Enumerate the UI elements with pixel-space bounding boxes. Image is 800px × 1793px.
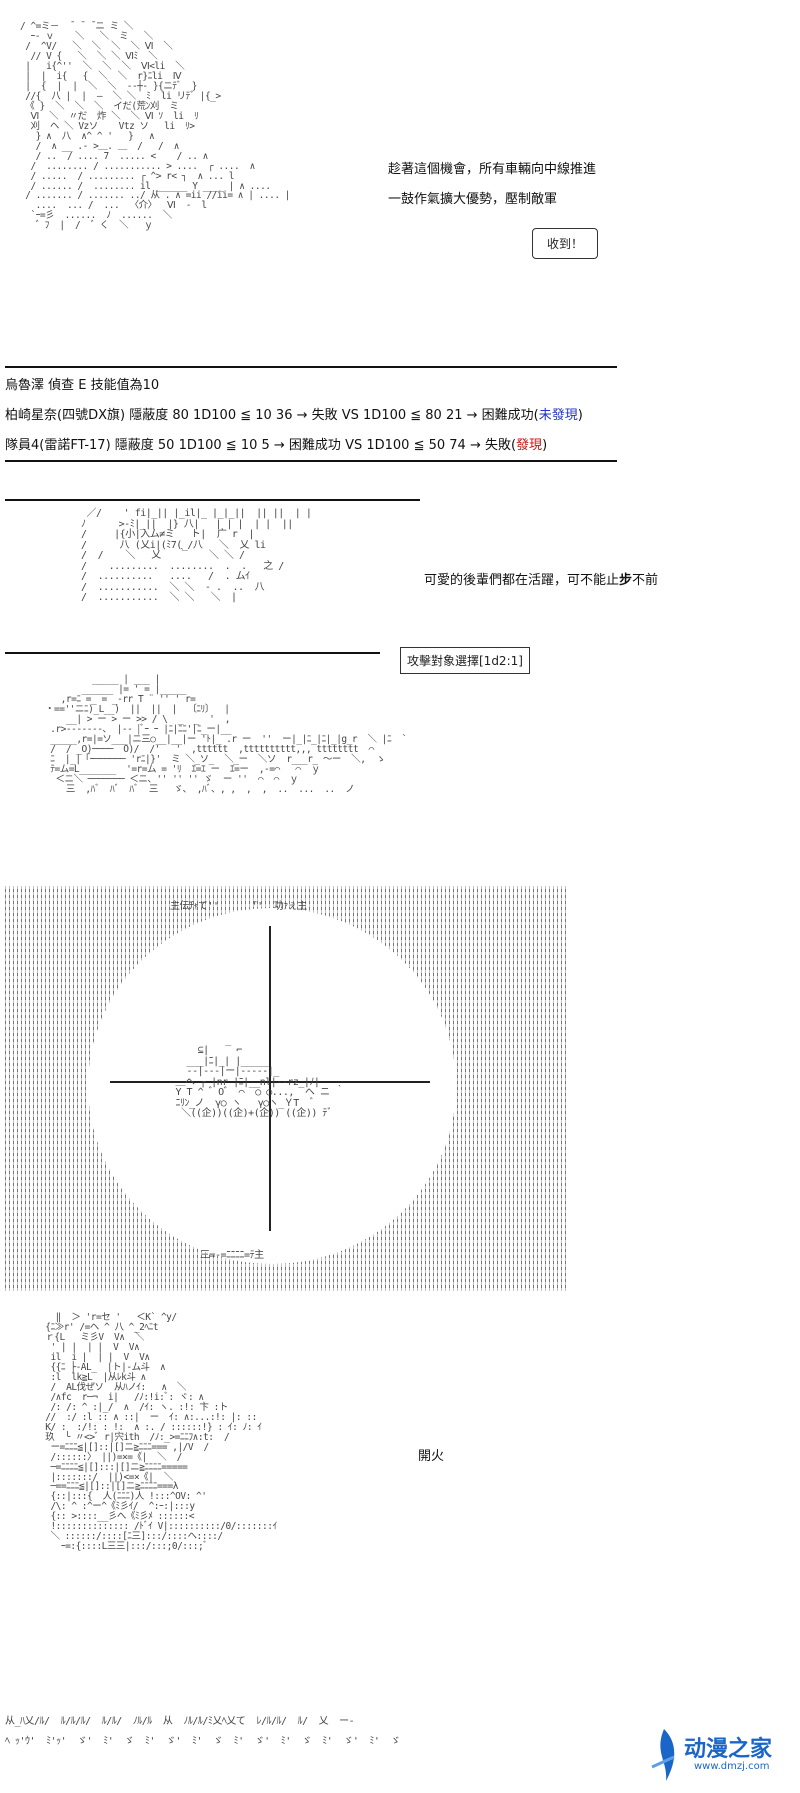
scope-top-art: 主伝ﾁｬて'' ̄'' 功ｧぇ主 (170, 901, 307, 912)
logo-url: www.dmzj.com (694, 1761, 770, 1772)
logo-name: 动漫之家 (684, 1737, 773, 1762)
result-found: 發現 (516, 438, 543, 453)
panel-tanks: 攻擊對象選擇[1d2:1] _____ | ___ | ______ |= ' … (0, 647, 800, 855)
scope-view (88, 908, 456, 1264)
ascii-art-target-tank: ⊆| ‾ ⌐ ___|ﾆ|_| |_____ ‐‐|-‐‐|ー|‐‐‐‐‐|_ … (175, 1045, 345, 1119)
dialogue-line: 趁著這個機會，所有車輛向中線推進 (388, 162, 597, 177)
dialogue-line: 可愛的後輩們都在活躍，可不能止步不前 (424, 573, 659, 588)
dice-line-text: ) (577, 408, 583, 423)
footer-art: 从_ﾊ乂/ﾙ/ ﾙ/ﾙ/ﾙ/ ﾙ/ﾙ/ ﾉﾙ/ﾙ 从 ﾉﾙ/ﾙ/ﾐ乂ﾍ乂て ﾚ/… (5, 1716, 355, 1727)
divider (5, 652, 380, 654)
logo-icon (651, 1729, 675, 1781)
result-not-found: 未發現 (538, 408, 578, 423)
scope-bottom-art: 三=-=ﾆﾆﾆﾆ=ﾃ主 (200, 1250, 264, 1261)
dialogue-line: 開火 (418, 1449, 445, 1464)
target-selection-text: 攻擊對象選擇[1d2:1] (407, 654, 523, 668)
speech-bubble: 收到！ (532, 228, 599, 259)
dialogue-line: 一鼓作氣擴大優勢，壓制敵軍 (388, 192, 558, 207)
dice-line: 柏崎星奈(四號DX旗) 隱蔽度 80 1D100 ≦ 10 36 → 失敗 VS… (5, 404, 583, 423)
site-logo: 动漫之家 www.dmzj.com (644, 1727, 794, 1787)
panel-crowd: ／/ ' fi|_|| |_il|_ |_|_|| || || | | ﾉ >-… (0, 495, 800, 665)
panel-fire: ‖ ＞ 'r=セ ' ＜K` ^y/ {ﾆ≫r' /=ヘ ^ 八 ^_2ﾍﾆt … (0, 1305, 800, 1725)
dice-line-text: 柏崎星奈(四號DX旗) 隱蔽度 80 1D100 ≦ 10 36 → 失敗 VS… (5, 408, 539, 423)
dialogue-emphasis: 步 (619, 573, 633, 588)
crosshair-vertical (269, 926, 271, 1231)
divider (5, 366, 617, 368)
footer: 从_ﾊ乂/ﾙ/ ﾙ/ﾙ/ﾙ/ ﾙ/ﾙ/ ﾉﾙ/ﾙ 从 ﾉﾙ/ﾙ/ﾐ乂ﾍ乂て ﾚ/… (0, 1715, 800, 1793)
footer-art: ﾍ ｯ'ｳ' ﾐ'ｯ' ゞ' ﾐ' ゞ ﾐ' ゞ' ﾐ' ゞ ﾐ' ゞ' ﾐ' … (5, 1736, 400, 1747)
ascii-art-tanks: _____ | ___ | ______ |= ' = |_____ ,r=ﾆ … (45, 674, 407, 795)
target-selection-label: 攻擊對象選擇[1d2:1] (400, 647, 530, 674)
dice-results: 烏魯澤 偵查 E 技能值為10 柏崎星奈(四號DX旗) 隱蔽度 80 1D100… (0, 368, 800, 464)
divider (5, 499, 420, 501)
ascii-art-character-firing: ‖ ＞ 'r=セ ' ＜K` ^y/ {ﾆ≫r' /=ヘ ^ 八 ^_2ﾍﾆt … (45, 1312, 277, 1553)
dice-line: 烏魯澤 偵查 E 技能值為10 (5, 378, 160, 393)
speech-bubble-text: 收到！ (547, 237, 584, 251)
dice-line-text: 隊員4(雷諾FT-17) 隱蔽度 50 1D100 ≦ 10 5 → 困難成功 … (5, 438, 517, 453)
ascii-art-character: / ^=ミ－ ̄ ̄ ̄ ニ ミ ＼ ｰ- ｖ ＼ ＼ ミ ＼ / ^V/ ＼ … (20, 21, 290, 232)
dice-line: 隊員4(雷諾FT-17) 隱蔽度 50 1D100 ≦ 10 5 → 困難成功 … (5, 434, 547, 453)
panel-opening: / ^=ミ－ ̄ ̄ ̄ ニ ミ ＼ ｰ- ｖ ＼ ＼ ミ ＼ / ^V/ ＼ … (0, 0, 800, 380)
dice-line-text: ) (542, 438, 548, 453)
panel-scope: 主伝ﾁｬて'' ̄'' 功ｧぇ主 ⊆| ‾ ⌐ ___|ﾆ|_| |_____ … (0, 886, 800, 1291)
divider (5, 460, 617, 462)
ascii-art-crowd: ／/ ' fi|_|| |_il|_ |_|_|| || || | | ﾉ >-… (81, 508, 312, 603)
